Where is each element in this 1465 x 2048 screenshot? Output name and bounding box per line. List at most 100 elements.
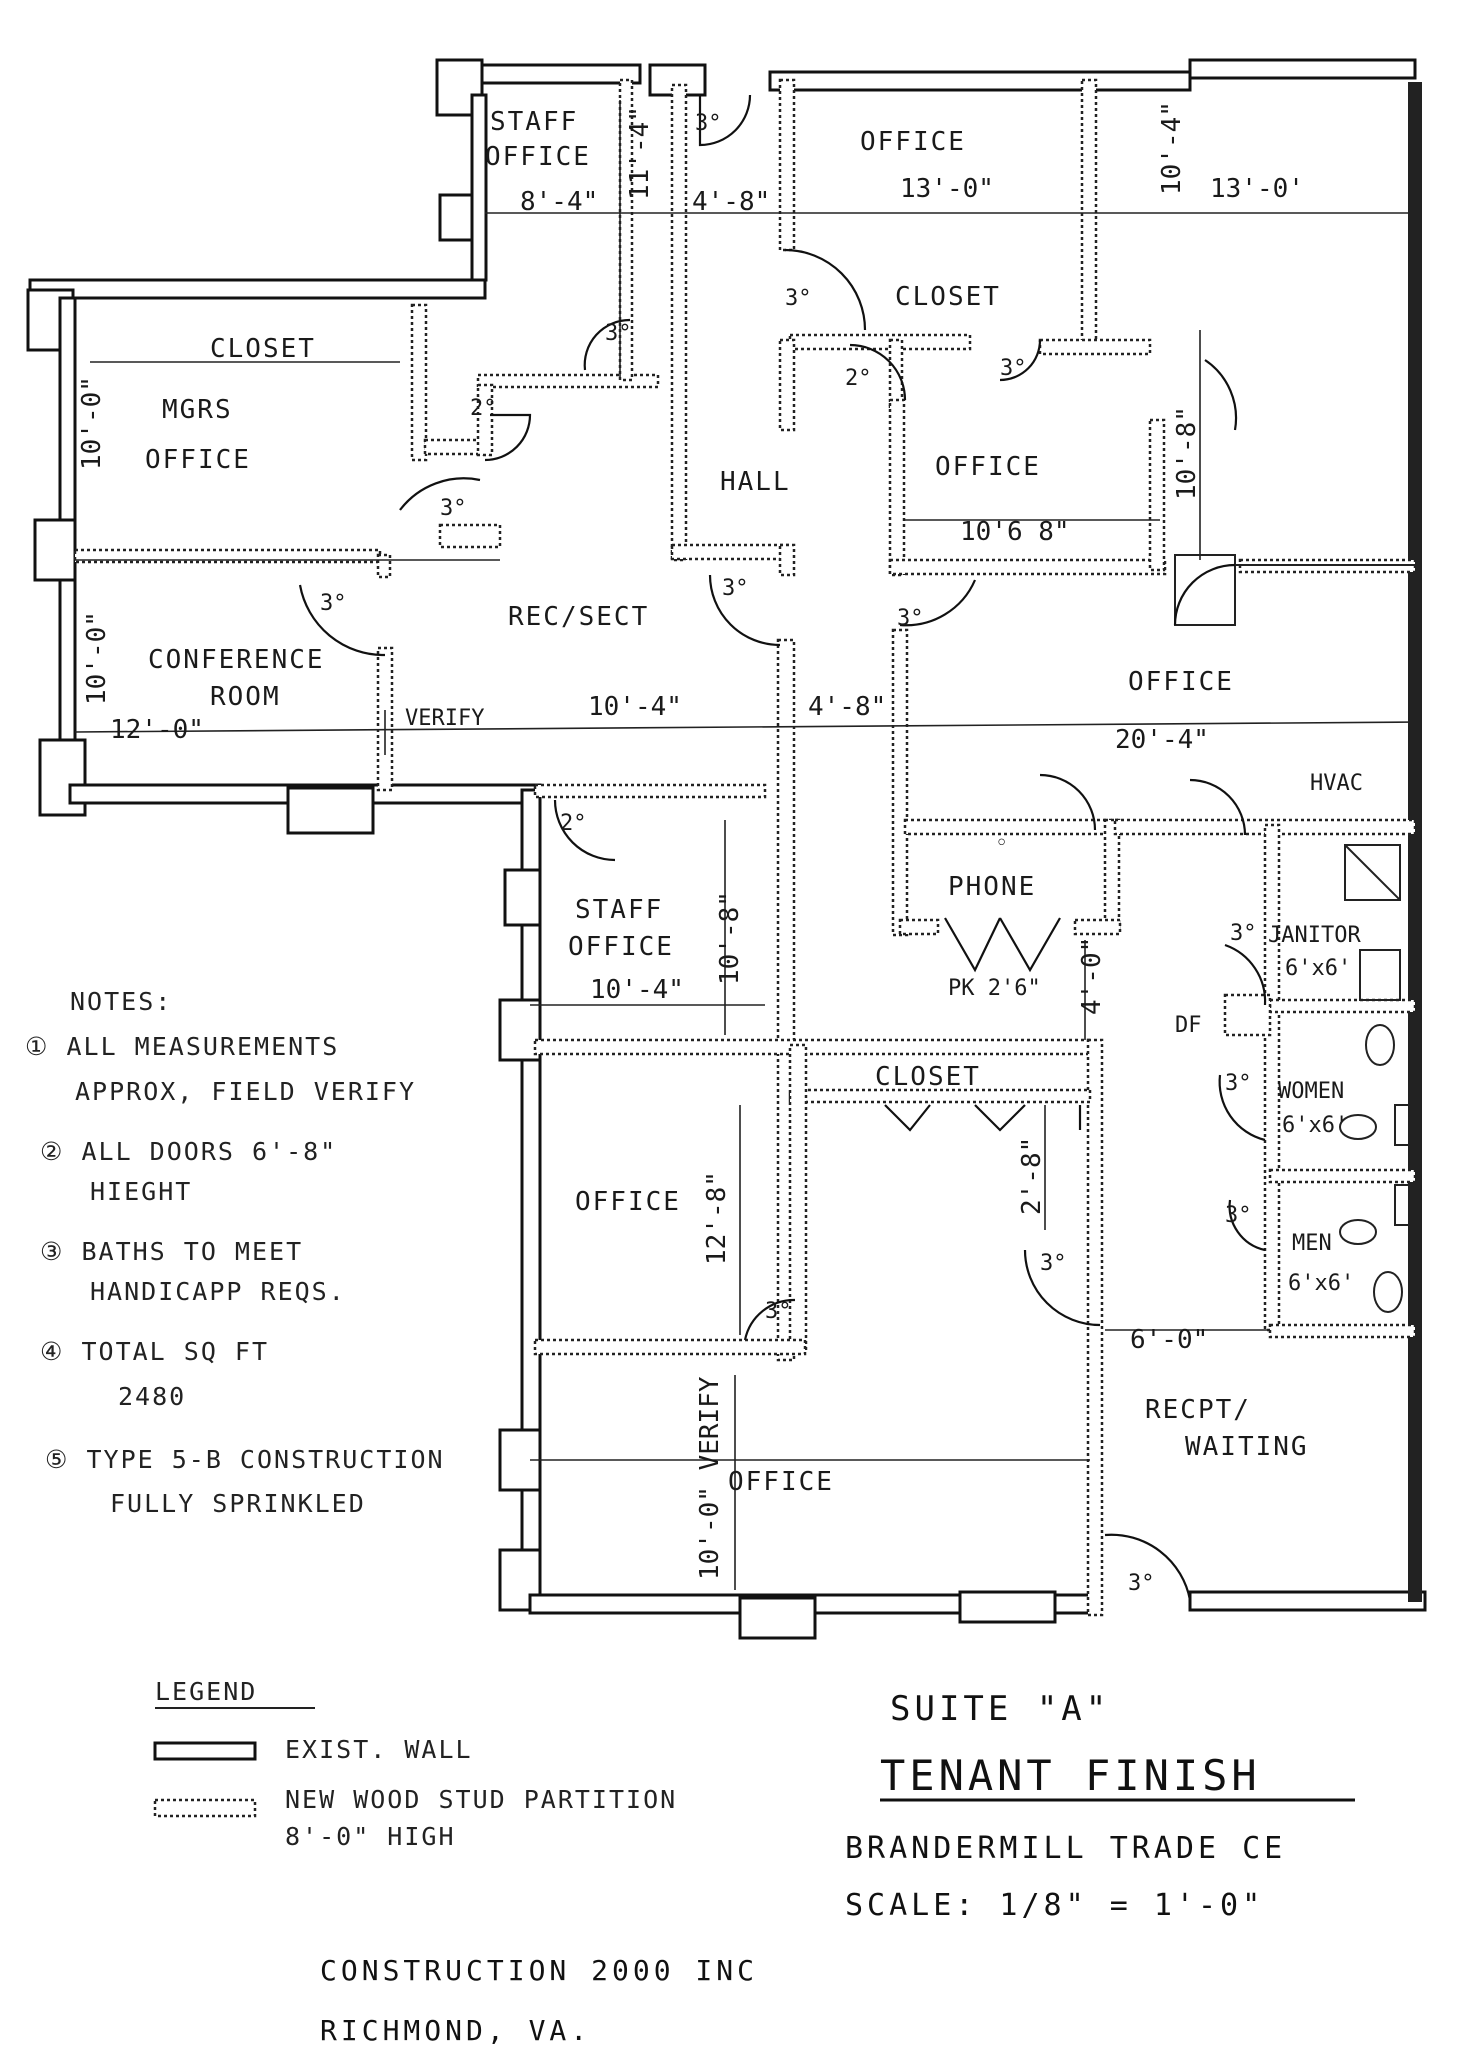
title-suite: SUITE "A" xyxy=(890,1689,1110,1729)
wall-segment xyxy=(33,518,77,582)
door-swing xyxy=(708,574,781,647)
legend-label-new-partition-height: 8'-0" HIGH xyxy=(285,1822,456,1851)
room-label-closet-mgrs: CLOSET xyxy=(210,334,316,364)
toilet-fixture xyxy=(1373,1271,1403,1313)
dimension-label: 10'-8" xyxy=(1172,406,1202,500)
wall-segment xyxy=(38,738,87,817)
room-label-hall: HALL xyxy=(720,467,791,497)
partition xyxy=(73,548,382,564)
room-label-office-top: OFFICE xyxy=(860,127,966,157)
exterior-walls xyxy=(26,58,1427,1640)
room-label-conference-room: ROOM xyxy=(210,682,281,712)
dimension-label: 10'6 8" xyxy=(960,517,1070,547)
partition xyxy=(1148,418,1166,572)
hvac-unit xyxy=(1344,844,1401,901)
room-label-janitor: JANITOR xyxy=(1268,923,1361,948)
room-label-staff-office-mid: STAFF xyxy=(575,895,663,925)
door-swing xyxy=(1228,1199,1266,1252)
door-swing xyxy=(944,917,1001,973)
room-label-hvac: HVAC xyxy=(1310,771,1363,796)
dimension-label: 13'-0" xyxy=(900,174,994,204)
partition xyxy=(888,398,906,577)
dimension-label: 12'-0" xyxy=(110,715,204,745)
partition xyxy=(533,1338,807,1356)
dimension-label: 10'-8" xyxy=(715,891,745,985)
room-label-conference-room: CONFERENCE xyxy=(148,645,325,675)
partition xyxy=(410,303,428,462)
wall-segment xyxy=(286,786,375,835)
door-swing xyxy=(1224,943,1267,1006)
dimension-label: 2'-8" xyxy=(1017,1137,1047,1215)
partition xyxy=(888,338,904,412)
wall-segment xyxy=(648,63,707,97)
room-label-phone: PHONE xyxy=(948,872,1036,902)
wall-segment xyxy=(958,1590,1057,1624)
partition xyxy=(1268,1323,1417,1339)
sink-fixture xyxy=(1359,949,1401,1001)
wall-segment xyxy=(498,998,542,1062)
room-labels: STAFF OFFICE 8'-4" 11'-4" 4'-8" OFFICE 1… xyxy=(77,101,1363,1580)
note-line: ⑤ TYPE 5-B CONSTRUCTION xyxy=(45,1445,445,1474)
door-frame xyxy=(1174,554,1236,626)
legend-label-new-partition: NEW WOOD STUD PARTITION xyxy=(285,1785,677,1814)
partition xyxy=(1268,998,1417,1014)
toilet-fixture xyxy=(1365,1024,1395,1066)
legend-swatch-new-partition xyxy=(153,1798,257,1818)
door-swing xyxy=(1173,563,1236,626)
partition xyxy=(778,78,796,252)
dimension-label: 8'-4" xyxy=(520,187,598,217)
door-width-label: 2° xyxy=(470,396,497,421)
legend-heading: LEGEND xyxy=(155,1677,257,1706)
door-swing xyxy=(899,579,977,627)
dimension-label: 4'-8" xyxy=(808,692,886,722)
notes-block: NOTES: ① ALL MEASUREMENTS APPROX, FIELD … xyxy=(25,987,445,1518)
wall-segment xyxy=(738,1596,817,1640)
dimension-label: 6'x6' xyxy=(1282,1113,1348,1138)
hvac-unit-cross xyxy=(1344,844,1401,901)
partition xyxy=(1103,818,1121,932)
title-project: BRANDERMILL TRADE CE xyxy=(845,1831,1286,1866)
door-swing xyxy=(849,343,907,401)
dimension-label: 10'-0" VERIFY xyxy=(695,1376,725,1580)
dimension-label: 10'-0" xyxy=(82,611,112,705)
outlet-symbol: ◦ xyxy=(995,831,1008,856)
door-width-label: 3° xyxy=(605,321,632,346)
room-label-office-center: OFFICE xyxy=(935,452,1041,482)
partition xyxy=(903,818,1122,836)
door-swing xyxy=(399,477,481,511)
door-swing xyxy=(484,413,532,462)
door-width-label: 3° xyxy=(1225,1071,1252,1096)
note-line: ③ BATHS TO MEET xyxy=(40,1237,303,1266)
door-swing xyxy=(583,318,631,371)
door-width-label: 3° xyxy=(1230,921,1257,946)
room-label-rec-sect: REC/SECT xyxy=(508,602,649,632)
door-width-label: 3° xyxy=(765,1299,792,1324)
door-swing xyxy=(784,248,867,331)
title-tenant-finish: TENANT FINISH xyxy=(880,1751,1261,1800)
partition xyxy=(476,373,660,389)
note-line: ② ALL DOORS 6'-8" xyxy=(40,1137,337,1166)
interior-partitions xyxy=(73,78,1417,1617)
legend-block: LEGEND EXIST. WALL NEW WOOD STUD PARTITI… xyxy=(153,1677,677,1851)
door-swings xyxy=(298,94,1267,1601)
door-swing xyxy=(298,584,386,657)
grab-bar xyxy=(1394,1104,1416,1146)
door-swing xyxy=(884,1104,931,1132)
legend-label-exist-wall: EXIST. WALL xyxy=(285,1735,473,1764)
door-width-label: 3° xyxy=(1000,356,1027,381)
partition xyxy=(1263,823,1281,1332)
partition xyxy=(533,783,767,799)
partition xyxy=(533,1038,1092,1056)
door-swing xyxy=(1104,1533,1192,1601)
partition xyxy=(898,918,940,936)
partition xyxy=(670,543,794,561)
room-label-recept: WAITING xyxy=(1185,1432,1309,1462)
partition xyxy=(1223,993,1272,1037)
room-label-women: WOMEN xyxy=(1278,1079,1344,1104)
partition xyxy=(1073,918,1122,936)
legend-swatch-exist-wall xyxy=(153,1741,257,1761)
room-label-mgrs-office: MGRS xyxy=(162,395,233,425)
wall-segment xyxy=(503,868,542,927)
door-width-label: 3° xyxy=(1225,1203,1252,1228)
dimension-label: 4'-8" xyxy=(692,187,770,217)
